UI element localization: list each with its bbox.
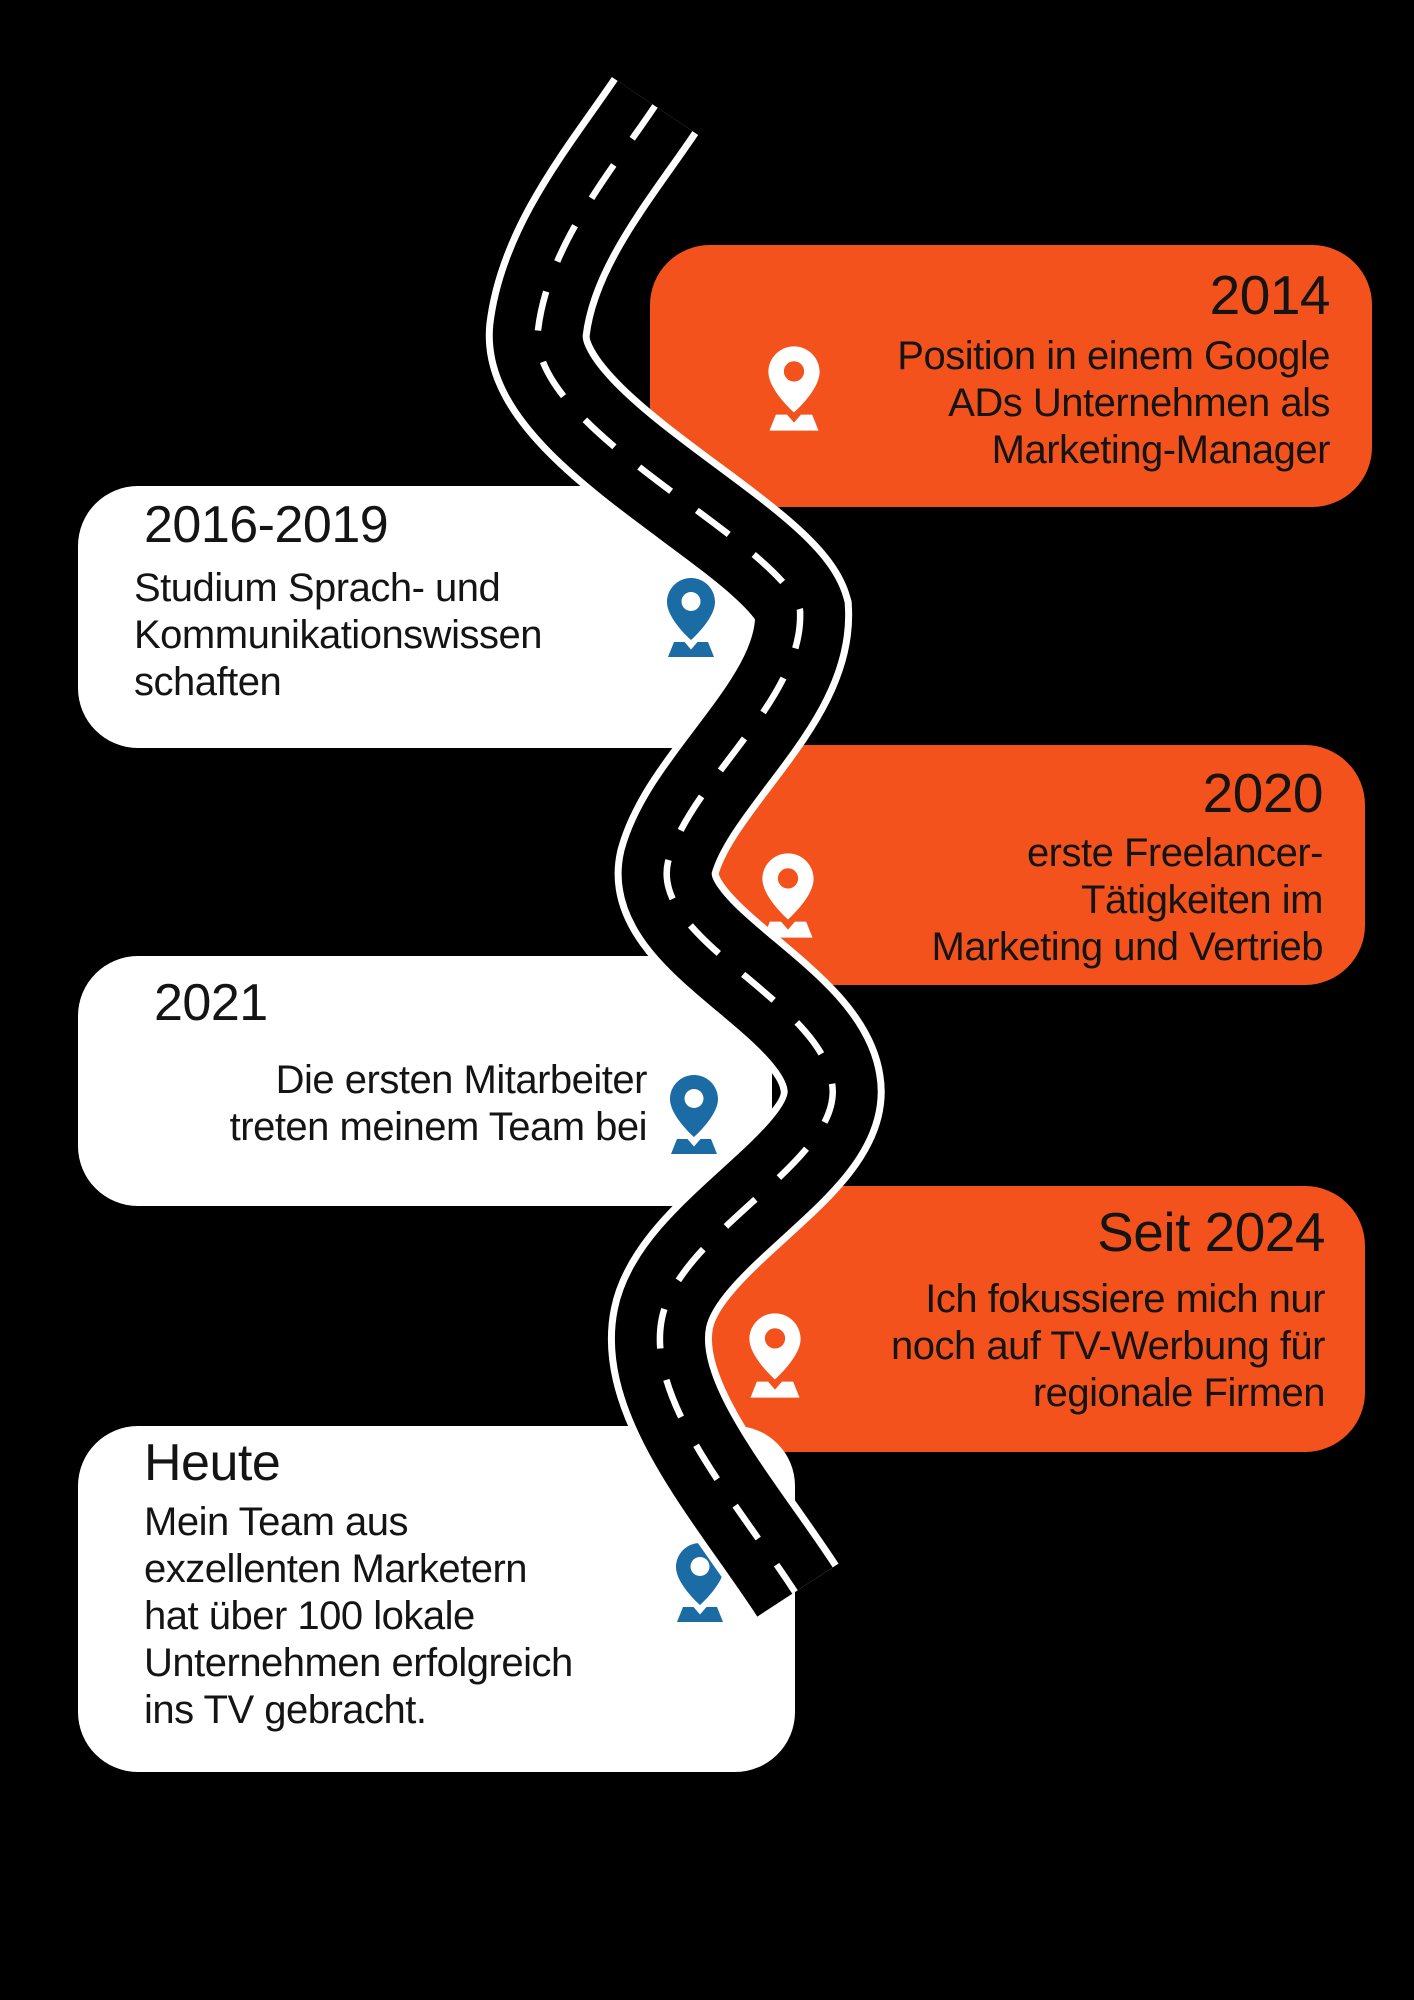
milestone-text: Ich fokussiere mich nur noch auf TV-Werb… <box>891 1276 1325 1415</box>
year-label: 2021 <box>154 974 268 1032</box>
milestone-text: Die ersten Mitarbeiter treten meinem Tea… <box>229 1057 648 1149</box>
year-label: 2016-2019 <box>144 496 389 554</box>
year-label: Heute <box>144 1434 281 1492</box>
milestone-text: Mein Team aus exzellenten Marketern hat … <box>144 1499 573 1732</box>
map-pin-icon <box>743 1311 807 1401</box>
timeline-card-2014: 2014 Position in einem Google ADs Untern… <box>650 245 1372 507</box>
map-pin-icon <box>661 576 721 660</box>
milestone-text: erste Freelancer- Tätigkeiten im Marketi… <box>931 830 1324 969</box>
milestone-text: Position in einem Google ADs Unternehmen… <box>897 333 1330 472</box>
timeline-card-heute: Heute Mein Team aus exzellenten Marketer… <box>78 1426 795 1772</box>
map-pin-icon <box>670 1541 730 1625</box>
year-label: Seit 2024 <box>1097 1201 1325 1263</box>
map-pin-icon <box>762 344 826 434</box>
timeline-card-2021: 2021 Die ersten Mitarbeiter treten meine… <box>78 956 772 1206</box>
timeline-card-2020: 2020 erste Freelancer- Tätigkeiten im Ma… <box>700 745 1365 985</box>
map-pin-icon <box>664 1073 724 1157</box>
timeline-card-2016-2019: 2016-2019 Studium Sprach- und Kommunikat… <box>78 486 770 748</box>
map-pin-icon <box>756 851 820 941</box>
year-label: 2014 <box>1209 264 1331 326</box>
timeline-card-seit-2024: Seit 2024 Ich fokussiere mich nur noch a… <box>700 1186 1365 1452</box>
milestone-text: Studium Sprach- und Kommunikationswissen… <box>134 565 542 704</box>
year-label: 2020 <box>1202 762 1324 824</box>
